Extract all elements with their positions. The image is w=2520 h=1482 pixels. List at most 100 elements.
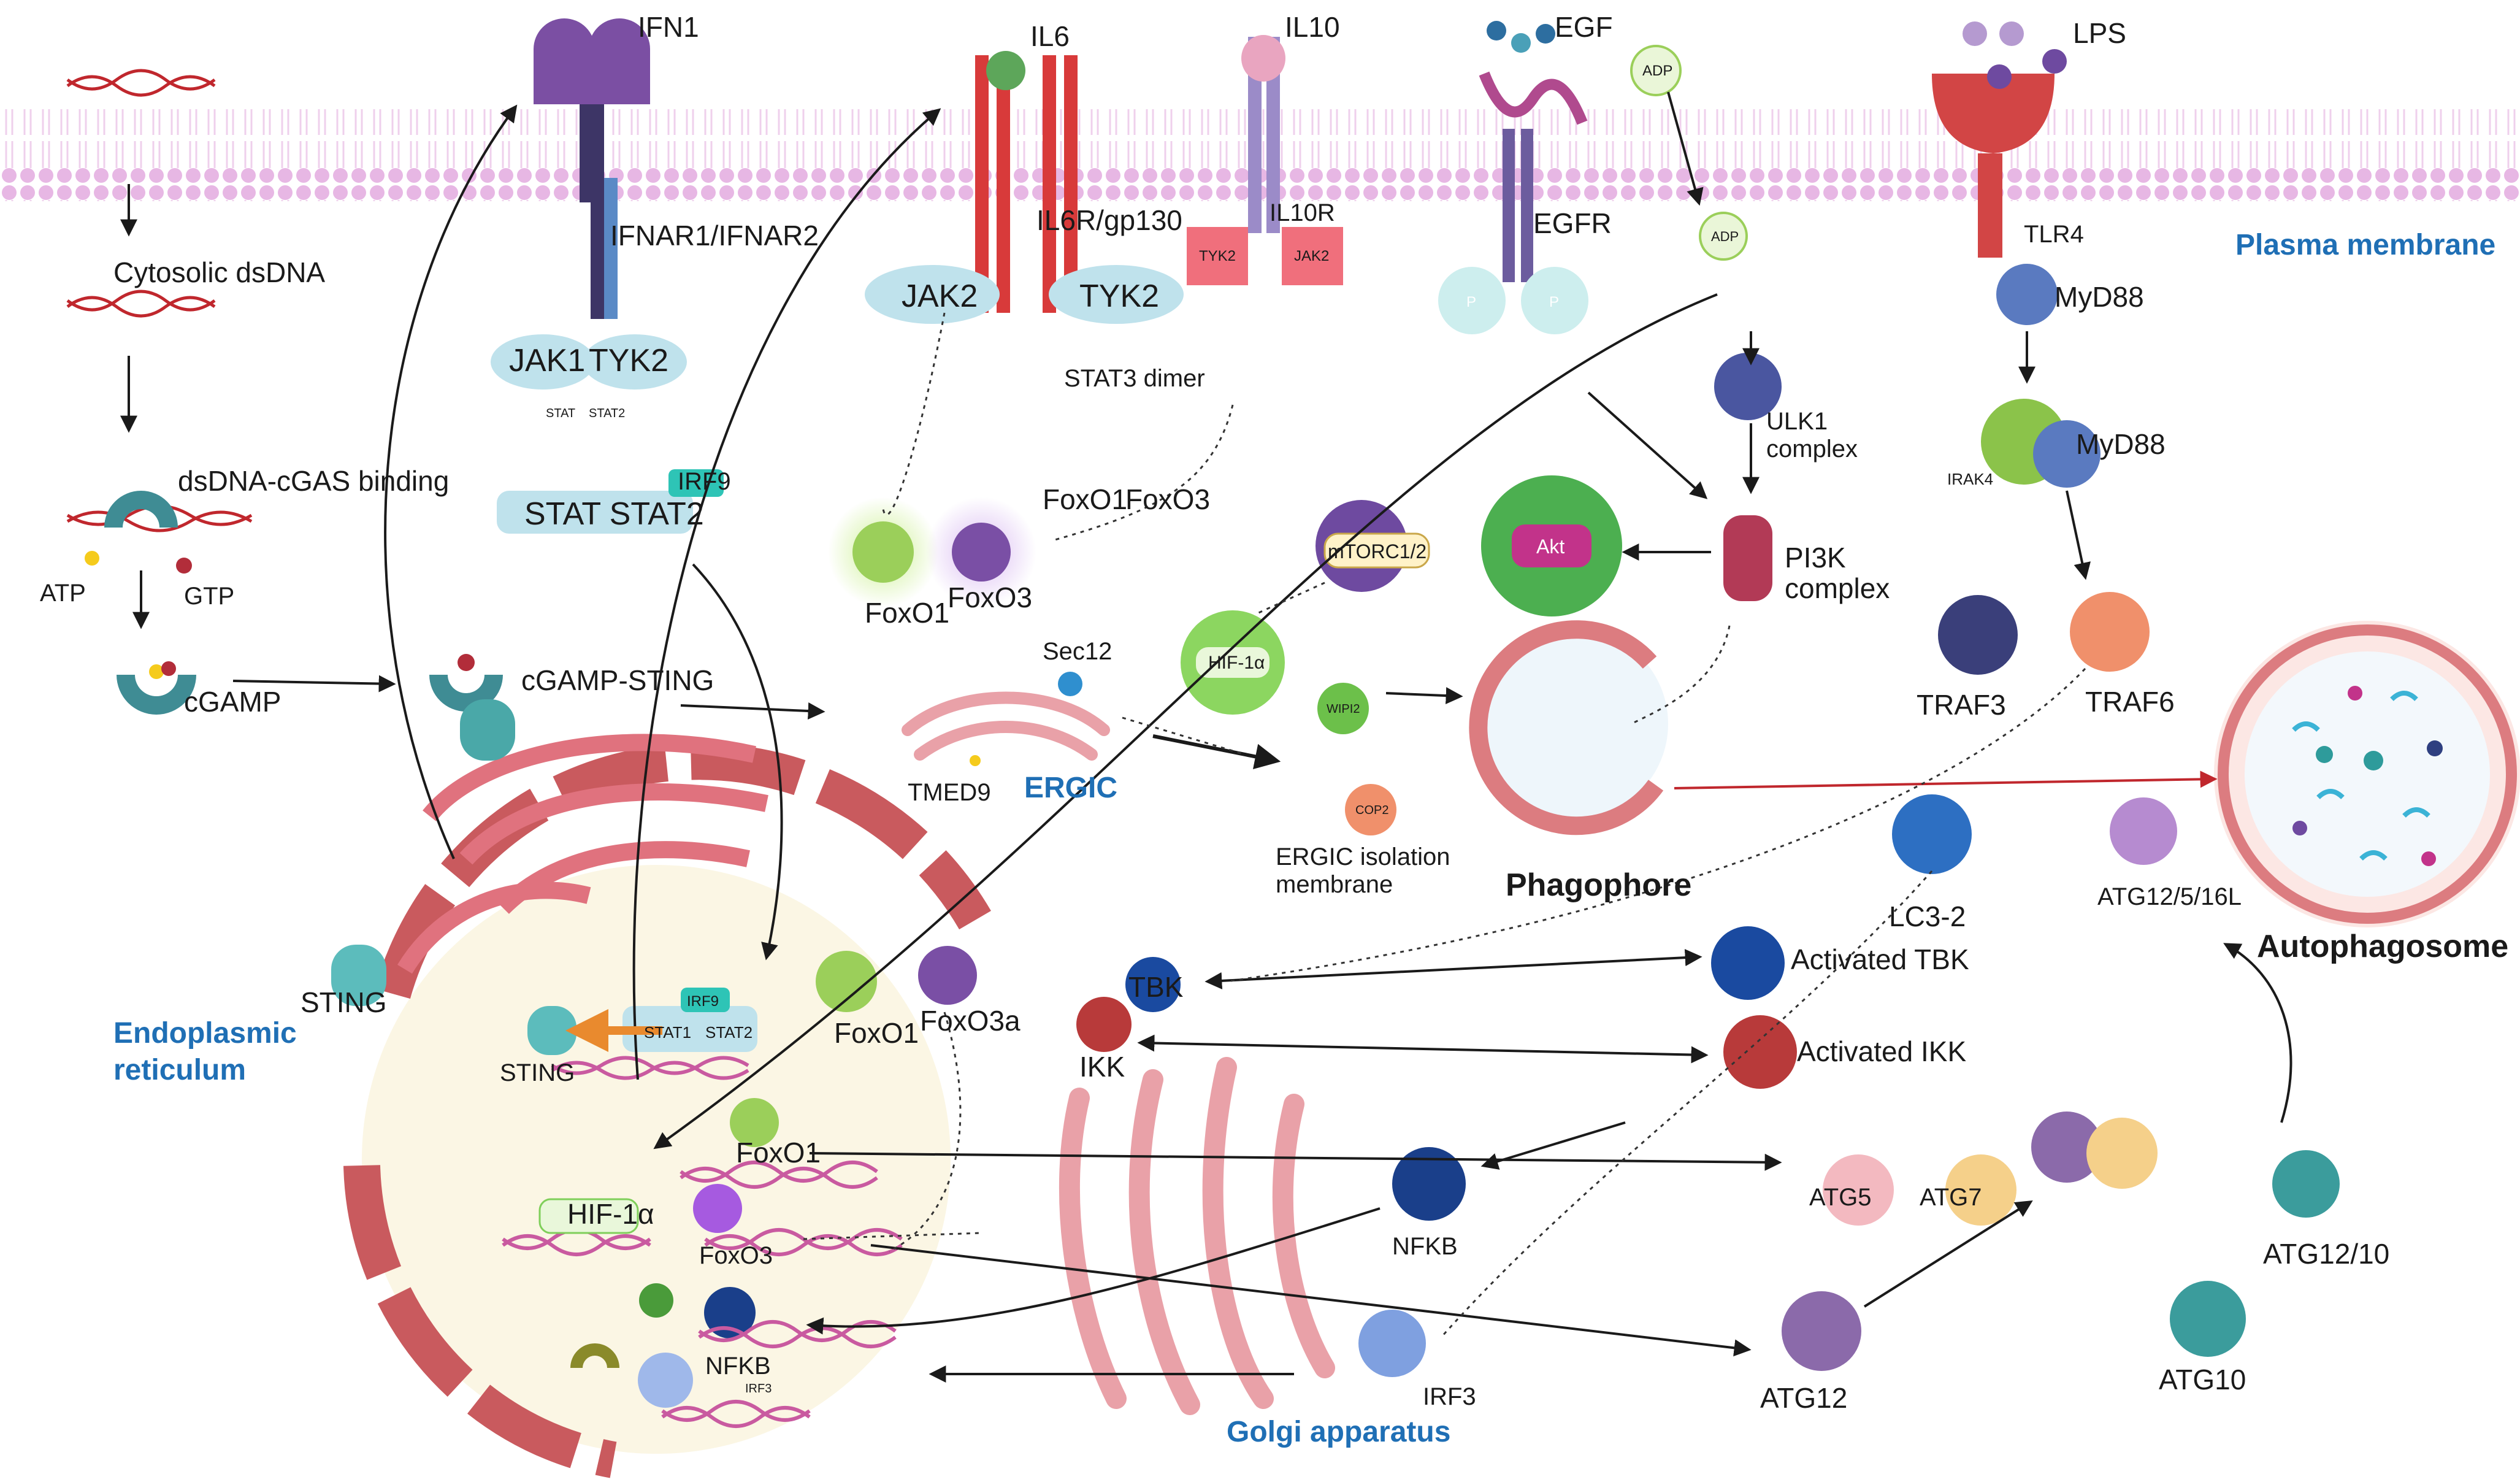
label-ergic-isolation-2: membrane: [1276, 871, 1393, 898]
foxo1-shape-d: [730, 1098, 779, 1147]
label-egfr-p-left: P: [1466, 294, 1476, 310]
label-irf9: IRF9: [678, 468, 731, 495]
label-cytosolic-dsdna: Cytosolic dsDNA: [113, 256, 325, 288]
il6r-receptor: [865, 51, 1184, 324]
label-akt: Akt: [1536, 536, 1564, 558]
akt-shape: [1512, 524, 1591, 567]
foxo1-shape-c: [816, 951, 877, 1012]
myd88-shape-b: [2033, 420, 2101, 488]
label-phagophore: Phagophore: [1506, 867, 1691, 903]
label-atg12: ATG12: [1760, 1382, 1847, 1414]
label-stat-stat2: STAT STAT2: [524, 496, 704, 532]
label-egf: EGF: [1555, 11, 1613, 43]
label-jak1: JAK1: [509, 343, 585, 378]
label-egfr: EGFR: [1533, 207, 1612, 239]
hif-label-bg: [1196, 647, 1270, 678]
label-ulk1-2: complex: [1766, 436, 1858, 463]
label-plasma-membrane: Plasma membrane: [2235, 229, 2495, 261]
label-foxo3-a: FoxO3: [948, 582, 1032, 613]
stat-stat2-shape: [497, 491, 693, 534]
label-tmed9: TMED9: [908, 779, 991, 806]
sting-er-shape: [331, 945, 386, 1006]
label-stat3-dimer: STAT3 dimer: [1064, 365, 1205, 392]
label-atg7: ATG7: [1920, 1184, 1982, 1211]
foxo3-shape-d: [693, 1184, 742, 1233]
traf6-shape: [2070, 592, 2150, 672]
label-cop2: COP2: [1355, 804, 1388, 817]
irf9-nuc-shape: [681, 988, 730, 1012]
wipi2-shape: [1317, 683, 1369, 734]
nuclear-dna: [502, 1056, 903, 1428]
label-traf3: TRAF3: [1917, 689, 2006, 721]
label-myd88-a: MyD88: [2055, 281, 2144, 313]
label-stat2: STAT2: [705, 1023, 753, 1042]
label-irak4: IRAK4: [1947, 470, 1993, 488]
label-tyk2-b: TYK2: [1079, 278, 1159, 314]
label-pi3k-2: complex: [1785, 572, 1890, 604]
label-foxo3a: FoxO3a: [920, 1005, 1021, 1037]
pi3k-complex-shape: [1723, 515, 1772, 601]
label-hif: HIF-1α: [1208, 653, 1265, 673]
tyk2-shape: [583, 334, 687, 390]
label-foxo1-d: FoxO1: [736, 1137, 821, 1169]
label-egfr-p-right: P: [1549, 294, 1559, 310]
label-foxo3-b: FoxO3: [1125, 483, 1210, 515]
hif-nuc-shape: [538, 1198, 639, 1234]
label-sting: STING: [301, 986, 387, 1018]
jak2-shape-a: [865, 265, 1000, 324]
foxo3-shape-a: [952, 523, 1011, 582]
label-sting-small: STING: [500, 1059, 575, 1086]
cgamp-shape: [117, 675, 196, 715]
labels: Cytosolic dsDNA dsDNA-cGAS binding ATP G…: [40, 11, 2508, 1448]
label-dsdna-cgas-binding: dsDNA-cGAS binding: [178, 465, 449, 497]
label-jak2-a: JAK2: [902, 278, 978, 314]
sting-nuc-shape: [527, 1006, 576, 1055]
ifnar-receptor: [491, 18, 724, 534]
endoplasmic-reticulum: [397, 734, 768, 974]
label-adp-2: ADP: [1711, 229, 1739, 244]
label-wipi2: WIPI2: [1327, 702, 1360, 716]
label-irf3: IRF3: [1423, 1383, 1476, 1410]
label-foxo1-a: FoxO1: [865, 597, 949, 629]
label-ifnar: IFNAR1/IFNAR2: [610, 220, 819, 251]
label-il6r: IL6R/gp130: [1036, 204, 1182, 236]
label-lps: LPS: [2073, 17, 2126, 49]
label-foxo3-d: FoxO3: [699, 1242, 773, 1269]
label-ergic-isolation-1: ERGIC isolation: [1276, 843, 1450, 870]
label-ikk: IKK: [1079, 1051, 1125, 1083]
adp-circle-1: [1630, 45, 1682, 96]
egfr-p-left: [1438, 267, 1506, 334]
sec12-shape: [1058, 672, 1082, 696]
label-atg10: ATG10: [2159, 1364, 2246, 1396]
ikk-shape: [1076, 997, 1132, 1052]
atg5-shape: [1823, 1154, 1894, 1226]
lc3-shape: [1892, 794, 1972, 874]
label-tyk2-a: TYK2: [589, 343, 668, 378]
autophagosome-particles: [2292, 686, 2443, 866]
label-irf9-b: IRF9: [687, 993, 719, 1010]
nfkb-shape: [1392, 1147, 1466, 1221]
egfr-receptor: [1438, 21, 1588, 334]
nfkb-nuc-shape: [704, 1287, 756, 1338]
ulk1-complex-shape: [1714, 353, 1782, 420]
nuc-green-dot: [639, 1283, 673, 1318]
label-nfkb-nuc: NFKB: [705, 1353, 771, 1380]
label-act-ikk: Activated IKK: [1797, 1035, 1966, 1067]
label-atp: ATP: [40, 580, 86, 607]
label-stat2-small: STAT2: [589, 407, 625, 420]
atg10-shape: [2170, 1281, 2246, 1357]
label-cgamp: cGAMP: [184, 686, 281, 718]
label-mtorc: mTORC1/2: [1328, 540, 1427, 562]
label-tlr4: TLR4: [2024, 221, 2084, 248]
cgas-shapes: [85, 491, 576, 1055]
mtorc-label-bg: [1323, 532, 1430, 569]
atp-dot: [85, 551, 99, 566]
label-tbk: TBK: [1128, 971, 1184, 1003]
label-nfkb: NFKB: [1392, 1233, 1458, 1260]
atg12516-shape: [2110, 797, 2177, 865]
atg5-atg7-combo-2: [2086, 1118, 2158, 1189]
label-autophagosome: Autophagosome: [2257, 929, 2508, 964]
cop2-shape: [1345, 784, 1396, 835]
atg12-shape: [1782, 1291, 1861, 1371]
